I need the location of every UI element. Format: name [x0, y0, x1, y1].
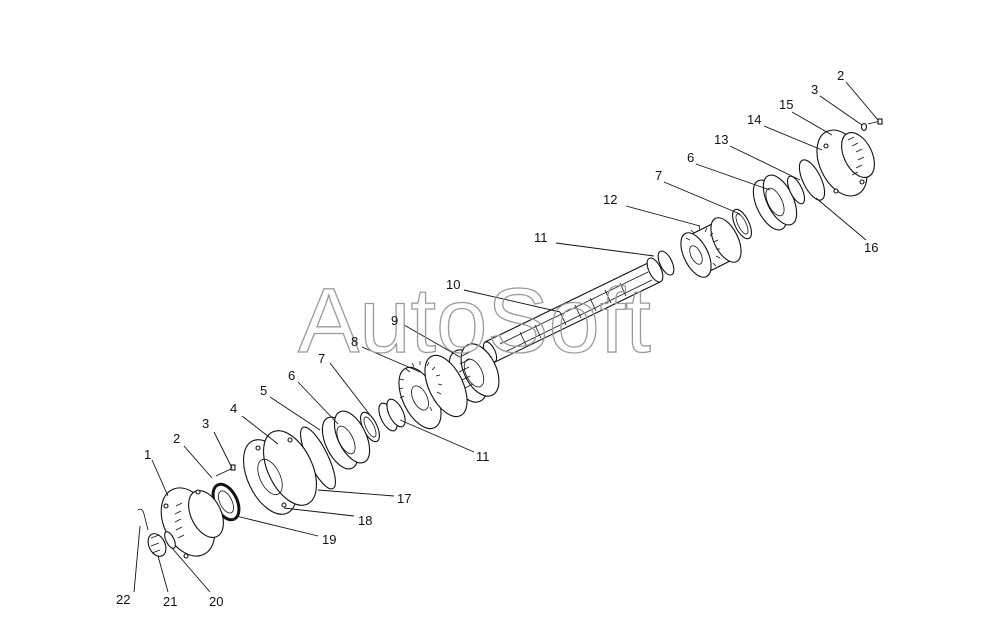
callout-16: 16 [864, 240, 878, 255]
callout-2-bot: 2 [173, 431, 180, 446]
callout-6-bot: 6 [288, 368, 295, 383]
callout-15: 15 [779, 97, 793, 112]
gasket-16 [798, 159, 826, 201]
callout-1: 1 [144, 447, 151, 462]
callout-12: 12 [603, 192, 617, 207]
callout-20: 20 [209, 594, 223, 609]
callout-19: 19 [322, 532, 336, 547]
bearing-6-lower [321, 410, 371, 470]
washer-3-upper [860, 122, 868, 132]
callout-10: 10 [446, 277, 460, 292]
leader-lines [133, 81, 879, 593]
callout-18: 18 [358, 513, 372, 528]
housing-4 [243, 430, 317, 515]
ring-7-upper [732, 208, 752, 240]
cover-14 [816, 129, 875, 197]
callout-3-top: 3 [811, 82, 818, 97]
callout-11-top: 11 [534, 230, 548, 245]
callout-6-top: 6 [687, 150, 694, 165]
gear-8 [398, 354, 468, 430]
callout-9: 9 [391, 313, 398, 328]
callout-11-bot: 11 [476, 449, 490, 464]
bolt-2-lower [215, 464, 236, 477]
flange-nut-21 [147, 533, 167, 557]
main-shaft [482, 261, 661, 363]
callout-21: 21 [163, 594, 177, 609]
cover-1 [160, 487, 224, 559]
callout-3-bot: 3 [202, 416, 209, 431]
spacer-ring-11-upper [646, 250, 675, 283]
callout-13: 13 [714, 132, 728, 147]
bolt-2-upper [867, 118, 883, 125]
callout-5: 5 [260, 383, 267, 398]
washer-20 [164, 531, 176, 549]
callout-22: 22 [116, 592, 130, 607]
callout-labels: 2 3 15 14 13 6 7 12 16 11 10 9 8 7 6 5 4… [116, 68, 878, 609]
callout-8: 8 [351, 334, 358, 349]
cotter-pin-22 [137, 508, 149, 531]
callout-7-bot: 7 [318, 351, 325, 366]
watermark-text: AutoSoft [298, 270, 651, 372]
callout-4: 4 [230, 401, 237, 416]
ring-13 [786, 175, 806, 205]
gear-12 [680, 217, 742, 278]
callout-2-top: 2 [837, 68, 844, 83]
callout-7-top: 7 [655, 168, 662, 183]
callout-17: 17 [397, 491, 411, 506]
callout-14: 14 [747, 112, 761, 127]
